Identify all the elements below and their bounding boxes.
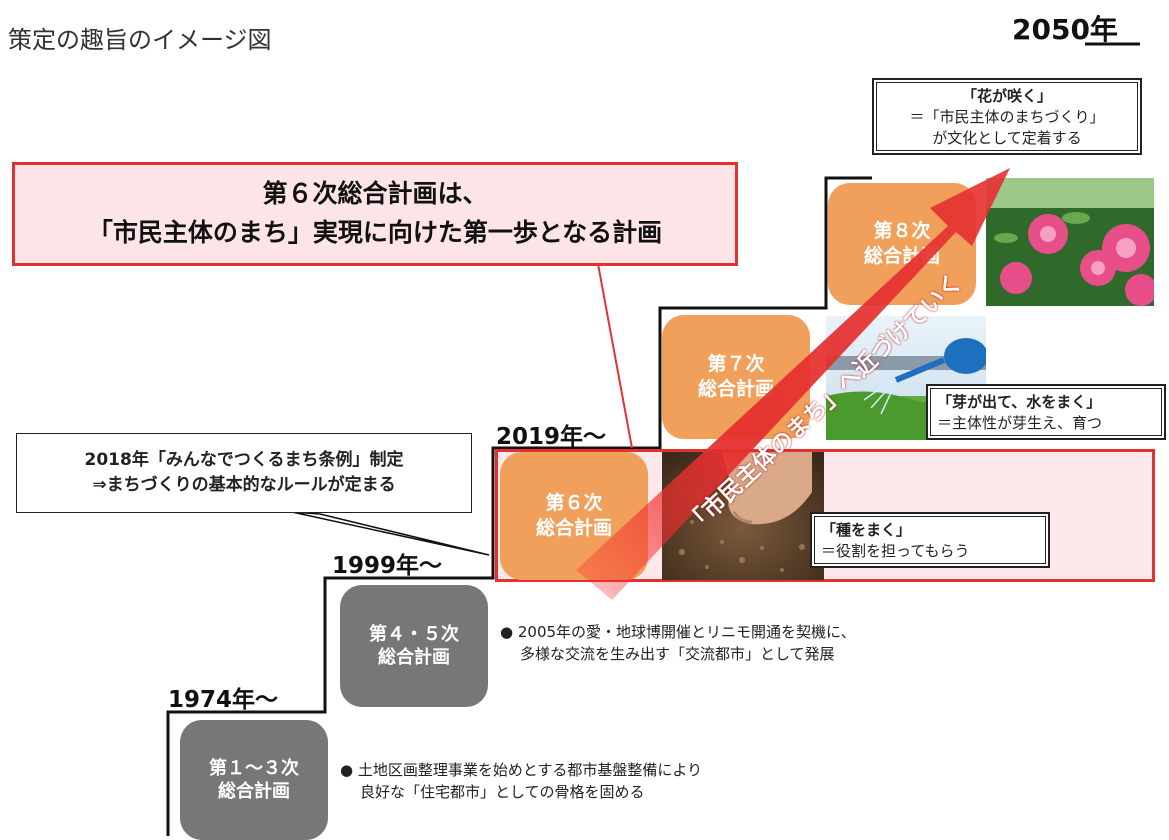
- plan-6-line2: 総合計画: [535, 517, 612, 539]
- caption-bloom-title: 「花が咲く」: [961, 87, 1052, 105]
- caption-bloom: 「花が咲く」 ＝「市民主体のまちづくり」 が文化として定着する: [872, 78, 1142, 155]
- page-title: 策定の趣旨のイメージ図: [8, 26, 272, 54]
- callout-2018: 2018年「みんなでつくるまち条例」制定 ⇒まちづくりの基本的なルールが定まる: [16, 433, 472, 513]
- caption-seed-title: 「種をまく」: [821, 521, 912, 539]
- flower-photo: [986, 178, 1154, 306]
- plan-7-line2: 総合計画: [697, 378, 774, 400]
- caption-sprout: 「芽が出て、水をまく」 ＝主体性が芽生え、育つ: [926, 384, 1166, 440]
- bullet-4-5-line1: ● 2005年の愛・地球博開催とリニモ開通を契機に、: [500, 623, 856, 641]
- year-1999: 1999年～: [332, 553, 443, 579]
- plan-1-3-line1: 第１～３次: [209, 757, 299, 779]
- plan-4-5-line1: 第４・５次: [369, 623, 459, 645]
- plan-1-3-box: 第１～３次 総合計画: [180, 720, 328, 840]
- bullet-1-3-line2: 良好な「住宅都市」としての骨格を固める: [360, 782, 645, 801]
- year-1974: 1974年～: [168, 687, 279, 713]
- caption-bloom-text1: ＝「市民主体のまちづくり」: [909, 108, 1105, 126]
- caption-sprout-text: ＝主体性が芽生え、育つ: [937, 414, 1103, 432]
- headline-line2: 「市民主体のまち」実現に向けた第一歩となる計画: [87, 218, 663, 247]
- bullet-plan-1-3: ● 土地区画整理事業を始めとする都市基盤整備により 良好な「住宅都市」としての骨…: [340, 760, 702, 804]
- year-2050: 2050年: [1012, 13, 1118, 46]
- bullet-plan-4-5: ● 2005年の愛・地球博開催とリニモ開通を契機に、 多様な交流を生み出す「交流…: [500, 622, 856, 666]
- year-2019: 2019年～: [496, 424, 607, 450]
- headline-line1: 第６次総合計画は、: [262, 179, 488, 209]
- bullet-1-3-line1: ● 土地区画整理事業を始めとする都市基盤整備により: [340, 761, 703, 779]
- plan-6-line1: 第６次: [545, 492, 603, 515]
- caption-seed: 「種をまく」 ＝役割を担ってもらう: [810, 512, 1050, 568]
- bullet-4-5-line2: 多様な交流を生み出す「交流都市」として発展: [520, 644, 835, 663]
- caption-sprout-title: 「芽が出て、水をまく」: [937, 393, 1102, 411]
- callout-2018-line2: ⇒まちづくりの基本的なルールが定まる: [92, 475, 396, 495]
- headline-box: 第６次総合計画は、 「市民主体のまち」実現に向けた第一歩となる計画: [12, 162, 738, 266]
- plan-1-3-line2: 総合計画: [218, 781, 290, 802]
- callout-2018-line1: 2018年「みんなでつくるまち条例」制定: [84, 449, 404, 470]
- caption-seed-text: ＝役割を担ってもらう: [821, 542, 970, 560]
- plan-4-5-line2: 総合計画: [378, 647, 450, 668]
- caption-bloom-text2: が文化として定着する: [932, 129, 1082, 147]
- plan-4-5-box: 第４・５次 総合計画: [340, 585, 488, 707]
- plan-8-line1: 第８次: [873, 220, 931, 243]
- plan-7-line1: 第７次: [707, 353, 765, 376]
